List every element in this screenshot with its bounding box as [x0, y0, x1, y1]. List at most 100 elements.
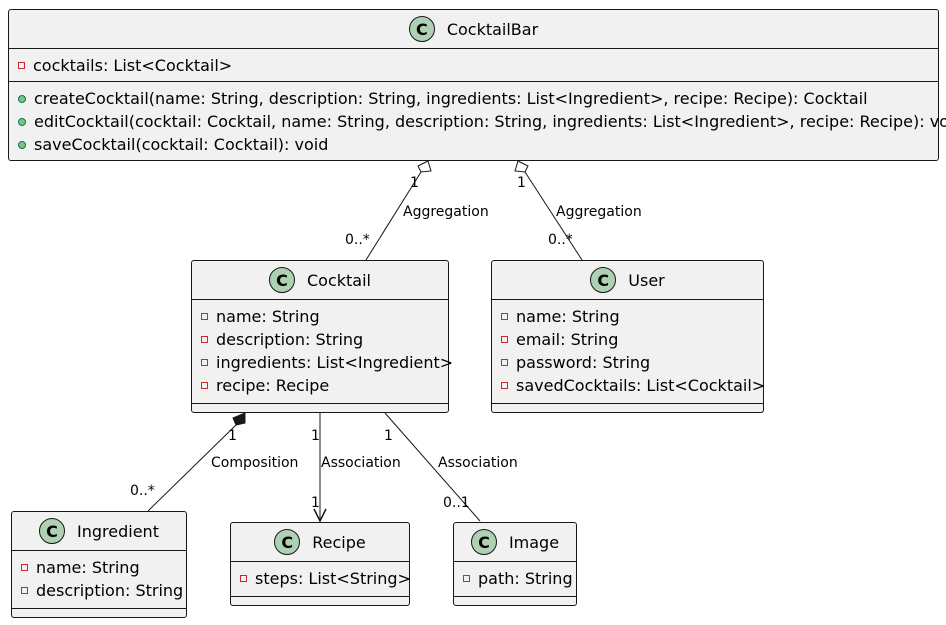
aggregation-diamond-icon — [514, 160, 529, 173]
attribute-row: savedCocktails: List<Cocktail> — [492, 374, 766, 397]
attribute-text: recipe: Recipe — [216, 376, 330, 395]
attributes-section: path: String — [454, 562, 576, 597]
attributes-section: name: String description: String ingredi… — [192, 300, 453, 404]
class-badge-icon: C — [269, 267, 295, 293]
class-header: C User — [492, 261, 763, 300]
attribute-row: email: String — [492, 328, 763, 351]
class-header: C Cocktail — [192, 261, 448, 300]
attribute-text: name: String — [216, 307, 320, 326]
attribute-row: name: String — [192, 305, 448, 328]
private-visibility-icon — [501, 359, 508, 366]
class-cocktail[interactable]: C Cocktail name: String description: Str… — [191, 260, 453, 413]
private-visibility-icon — [463, 575, 470, 582]
attribute-text: savedCocktails: List<Cocktail> — [516, 376, 766, 395]
attribute-row: name: String — [12, 556, 186, 579]
attribute-text: path: String — [478, 569, 573, 588]
method-text: createCocktail(name: String, description… — [34, 89, 868, 108]
multiplicity-label: 1 — [517, 175, 526, 191]
attribute-text: description: String — [216, 330, 364, 349]
private-visibility-icon — [18, 62, 25, 69]
class-badge-icon: C — [274, 529, 301, 555]
private-visibility-icon — [201, 359, 208, 366]
private-visibility-icon — [21, 564, 28, 571]
multiplicity-label: 0..* — [345, 232, 370, 248]
edge-cocktail-image — [384, 412, 481, 522]
method-text: saveCocktail(cocktail: Cocktail): void — [34, 135, 329, 154]
relation-label: Aggregation — [403, 204, 489, 220]
attributes-section: steps: List<String> — [231, 562, 411, 597]
private-visibility-icon — [240, 575, 247, 582]
private-visibility-icon — [501, 313, 508, 320]
attributes-section: cocktails: List<Cocktail> — [9, 49, 938, 82]
attribute-row: recipe: Recipe — [192, 374, 448, 397]
attribute-text: email: String — [516, 330, 619, 349]
attribute-text: name: String — [516, 307, 620, 326]
attribute-text: ingredients: List<Ingredient> — [216, 353, 454, 372]
public-visibility-icon — [18, 117, 26, 126]
multiplicity-label: 0..* — [130, 483, 155, 499]
multiplicity-label: 0..* — [548, 232, 573, 248]
composition-diamond-icon — [232, 412, 246, 426]
edge-bar-cocktail — [365, 171, 422, 261]
class-badge-icon: C — [39, 518, 66, 544]
class-recipe[interactable]: C Recipe steps: List<String> — [230, 522, 411, 606]
relation-label: Association — [321, 455, 401, 471]
attribute-text: cocktails: List<Cocktail> — [33, 56, 233, 75]
multiplicity-label: 1 — [410, 175, 419, 191]
attribute-row: steps: List<String> — [231, 567, 411, 590]
attribute-row: name: String — [492, 305, 763, 328]
attribute-text: name: String — [36, 558, 140, 577]
private-visibility-icon — [201, 313, 208, 320]
public-visibility-icon — [18, 94, 26, 103]
attribute-text: password: String — [516, 353, 651, 372]
class-user[interactable]: C User name: String email: String passwo… — [491, 260, 766, 413]
multiplicity-label: 1 — [311, 428, 320, 444]
attributes-section: name: String description: String — [12, 551, 186, 609]
attributes-section: name: String email: String password: Str… — [492, 300, 766, 404]
class-name: Image — [508, 532, 560, 552]
class-header: C CocktailBar — [9, 10, 938, 49]
class-badge-icon: C — [590, 267, 617, 293]
methods-section: createCocktail(name: String, description… — [9, 82, 946, 156]
class-ingredient[interactable]: C Ingredient name: String description: S… — [11, 511, 187, 618]
class-name: Cocktail — [307, 270, 371, 290]
attribute-text: description: String — [36, 581, 184, 600]
class-header: C Image — [454, 523, 576, 562]
relation-label: Composition — [211, 455, 299, 471]
multiplicity-label: 0..1 — [443, 495, 470, 511]
attribute-row: description: String — [12, 579, 186, 602]
method-row: editCocktail(cocktail: Cocktail, name: S… — [9, 110, 946, 133]
method-row: saveCocktail(cocktail: Cocktail): void — [9, 133, 938, 156]
private-visibility-icon — [501, 336, 508, 343]
relation-label: Aggregation — [556, 204, 642, 220]
class-badge-icon: C — [408, 16, 435, 42]
class-name: Recipe — [312, 532, 366, 552]
class-name: User — [628, 270, 665, 290]
multiplicity-label: 1 — [311, 495, 320, 511]
multiplicity-label: 1 — [228, 428, 237, 444]
class-name: Ingredient — [77, 521, 159, 541]
attribute-row: ingredients: List<Ingredient> — [192, 351, 453, 374]
relation-label: Association — [438, 455, 518, 471]
private-visibility-icon — [201, 336, 208, 343]
private-visibility-icon — [21, 587, 28, 594]
class-header: C Ingredient — [12, 512, 186, 551]
attribute-row: description: String — [192, 328, 448, 351]
class-header: C Recipe — [231, 523, 409, 562]
method-text: editCocktail(cocktail: Cocktail, name: S… — [34, 112, 946, 131]
aggregation-diamond-icon — [417, 160, 432, 173]
private-visibility-icon — [501, 382, 508, 389]
class-cocktailbar[interactable]: C CocktailBar cocktails: List<Cocktail> … — [8, 9, 946, 161]
multiplicity-label: 1 — [384, 428, 393, 444]
class-name: CocktailBar — [446, 19, 539, 39]
attribute-text: steps: List<String> — [255, 569, 411, 588]
method-row: createCocktail(name: String, description… — [9, 87, 938, 110]
class-image[interactable]: C Image path: String — [453, 522, 577, 606]
attribute-row: cocktails: List<Cocktail> — [9, 54, 938, 77]
private-visibility-icon — [201, 382, 208, 389]
attribute-row: password: String — [492, 351, 763, 374]
class-badge-icon: C — [470, 529, 497, 555]
arrowhead-icon — [313, 508, 327, 523]
edge-bar-user — [524, 171, 583, 261]
